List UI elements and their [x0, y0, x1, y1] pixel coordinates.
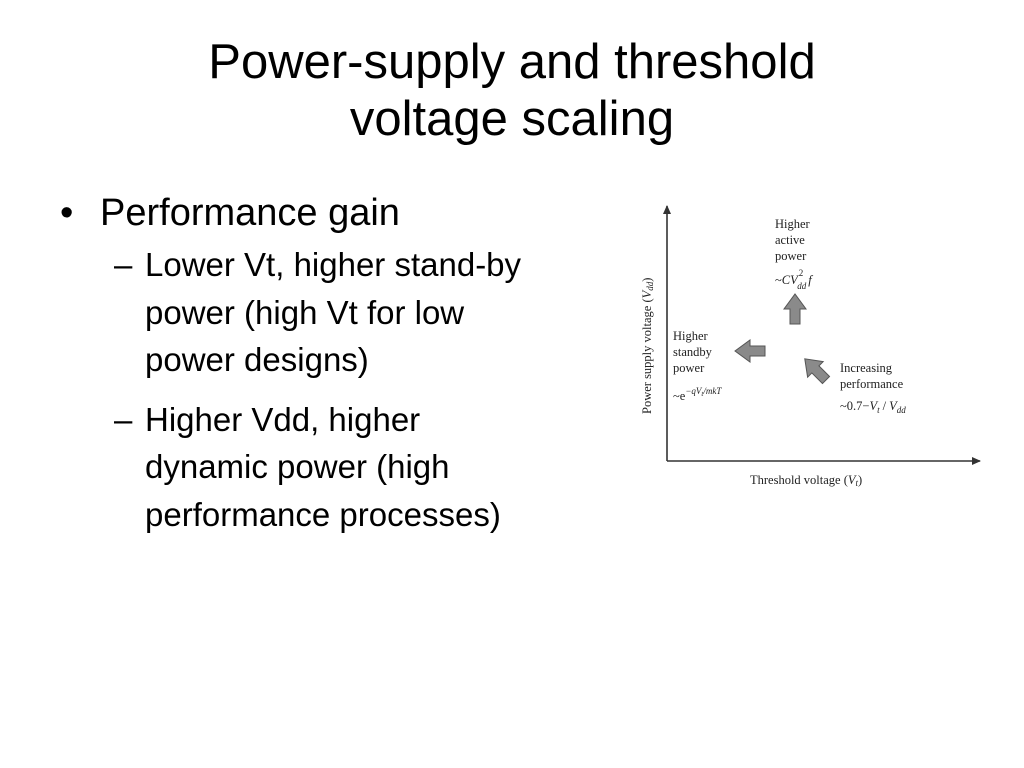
bullet-text: Performance gain — [100, 192, 400, 234]
active-line-3: power — [775, 249, 807, 263]
x-axis-label: Threshold voltage (Vt) — [750, 473, 862, 488]
vdd-vt-diagram: Power supply voltage (Vdd) Threshold vol… — [636, 196, 988, 501]
bullet-item-performance-gain: • Performance gain — [60, 190, 620, 236]
bullet-marker: • — [60, 192, 74, 234]
subitem-higher-vdd: – Higher Vdd, higher dynamic power (high… — [114, 396, 620, 539]
subitem-line: power designs) — [145, 341, 369, 378]
performance-line-2: performance — [840, 377, 904, 391]
y-axis-label: Power supply voltage (Vdd) — [640, 278, 655, 414]
title-line-2: voltage scaling — [349, 92, 675, 146]
subitem-line: Lower Vt, higher stand-by — [145, 246, 522, 283]
performance-line-1: Increasing — [840, 361, 893, 375]
subitem-line: performance processes) — [145, 495, 501, 533]
standby-line-1: Higher — [673, 329, 709, 343]
bullet-list: • Performance gain – Lower Vt, higher st… — [60, 190, 620, 538]
performance-formula: ~0.7−Vt/Vdd — [840, 399, 906, 415]
active-line-2: active — [775, 233, 805, 247]
diagonal-arrow — [804, 358, 831, 385]
diagram-svg: Power supply voltage (Vdd) Threshold vol… — [640, 205, 981, 488]
standby-line-3: power — [673, 361, 705, 375]
standby-formula: ~e−qVt/mkT — [673, 386, 722, 403]
subitem-line: Higher Vdd, higher — [145, 400, 421, 438]
slide-title: Power-supply and threshold voltage scali… — [0, 34, 1024, 148]
performance-label: Increasing performance ~0.7−Vt/Vdd — [840, 361, 906, 415]
subitem-line: dynamic power (high — [145, 448, 450, 485]
active-line-1: Higher — [775, 217, 811, 231]
subitem-marker: – — [114, 246, 133, 283]
standby-power-label: Higher standby power ~e−qVt/mkT — [673, 329, 722, 403]
left-arrow — [734, 339, 766, 363]
standby-line-2: standby — [673, 345, 713, 359]
subitem-line: power (high Vt for low — [145, 293, 465, 331]
subitem-marker: – — [114, 400, 133, 438]
title-line-1: Power-supply and threshold — [208, 35, 816, 89]
up-arrow — [783, 293, 807, 325]
subitem-lower-vt: – Lower Vt, higher stand-by power (high … — [114, 241, 620, 384]
